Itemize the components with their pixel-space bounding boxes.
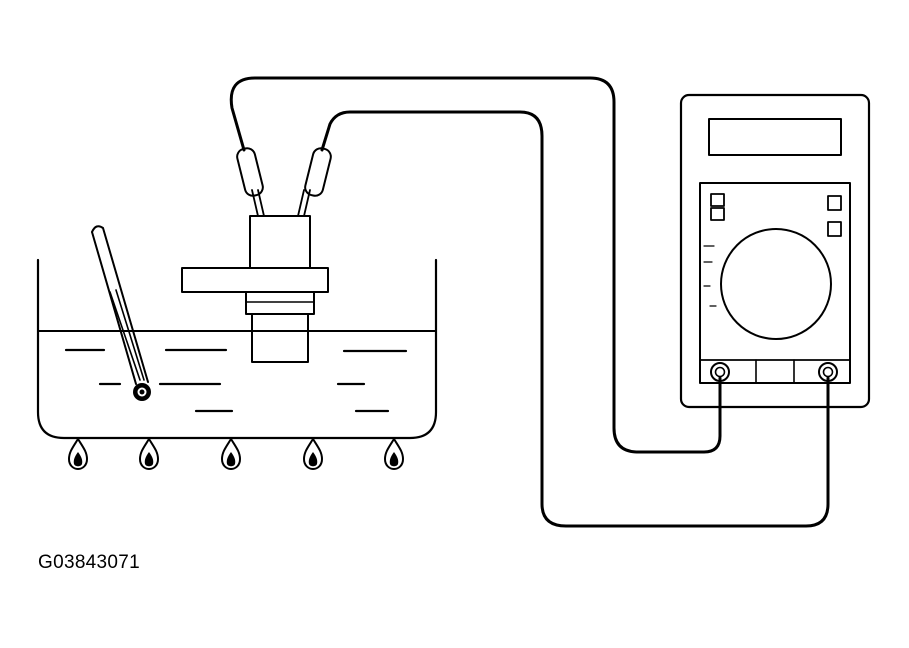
flame-icon xyxy=(68,438,88,470)
flame-icon xyxy=(221,438,241,470)
water-bath-container xyxy=(36,258,438,440)
flame-icon xyxy=(303,438,323,470)
temperature-sensor xyxy=(181,215,329,363)
multimeter-dial-ticks xyxy=(703,245,717,307)
multimeter-panel xyxy=(699,182,851,384)
multimeter xyxy=(679,93,871,409)
flame-icon xyxy=(139,438,159,470)
burner-flames xyxy=(68,438,404,470)
figure-id-label: G03843071 xyxy=(38,552,141,573)
test-wires xyxy=(229,76,830,528)
flame-icon xyxy=(384,438,404,470)
thermometer xyxy=(91,225,151,401)
water xyxy=(37,330,437,413)
multimeter-display xyxy=(708,118,842,156)
multimeter-jack-v-ohm xyxy=(818,362,838,382)
multimeter-buttons xyxy=(710,193,842,237)
multimeter-selector-dial xyxy=(720,228,832,340)
multimeter-body xyxy=(679,93,871,409)
sensor-probe-leads xyxy=(236,147,332,217)
multimeter-jack-com xyxy=(710,362,730,382)
